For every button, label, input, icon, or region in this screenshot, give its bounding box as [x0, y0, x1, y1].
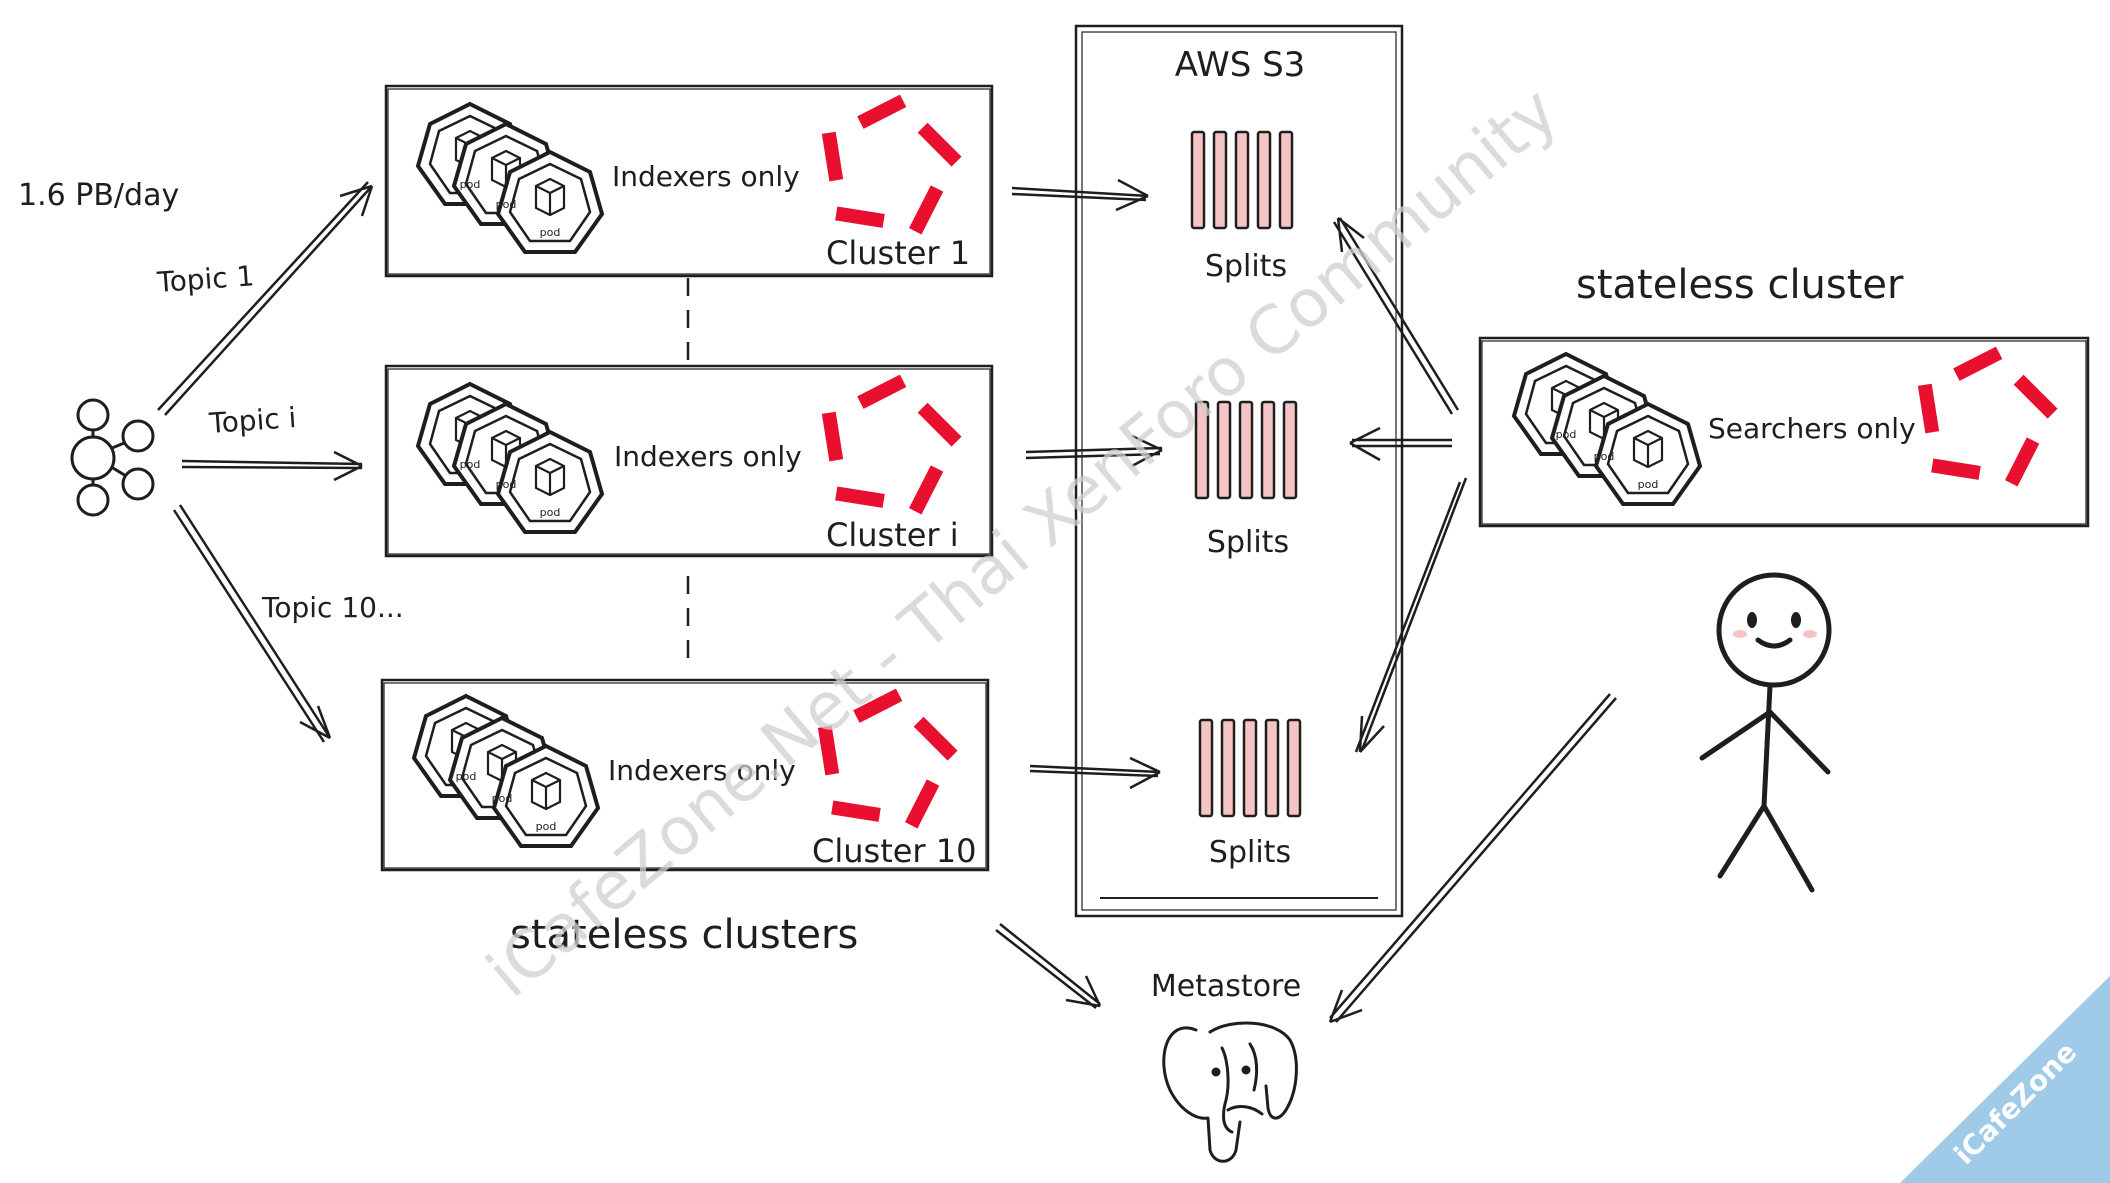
pod-label: pod: [540, 506, 561, 519]
pod-label: pod: [460, 458, 481, 471]
searcher-role-label: Searchers only: [1708, 412, 1916, 445]
topic-10-arrow: [172, 504, 332, 743]
cluster-label: Cluster 1: [826, 234, 970, 272]
cluster-1-to-s3-arrow: [1011, 178, 1149, 212]
pod-label: pod: [496, 198, 517, 211]
user-icon: [1699, 572, 1832, 893]
pod-label: pod: [1594, 450, 1615, 463]
indexer-role-label: Indexers only: [608, 754, 796, 787]
clusters-to-metastore-arrow: [995, 923, 1102, 1009]
cluster-i-to-s3-arrow: [1025, 434, 1163, 468]
indexer-role-label: Indexers only: [614, 440, 802, 473]
pod-group: pod pod pod: [416, 382, 604, 534]
splits-group-1: Splits: [1190, 130, 1294, 284]
splits-label: Splits: [1205, 249, 1287, 284]
searcher-to-splits-2-arrow: [1349, 426, 1452, 462]
splits-icon: [1198, 718, 1302, 818]
splits-group-3: Splits: [1198, 718, 1302, 870]
searcher-to-splits-1-arrow: [1332, 217, 1460, 415]
postgres-elephant-icon: [1162, 1021, 1298, 1163]
searcher-to-splits-3-arrow: [1354, 477, 1468, 753]
topic-10-label: Topic 10...: [261, 591, 404, 624]
cluster-label: Cluster i: [826, 516, 959, 554]
pod-label: pod: [1638, 478, 1659, 491]
pod-label: pod: [496, 478, 517, 491]
cluster-label: Cluster 10: [812, 832, 976, 870]
pod-group: pod pod pod: [1512, 352, 1702, 506]
pod-label: pod: [1556, 428, 1577, 441]
pod-label: pod: [460, 178, 481, 191]
pod-group: pod pod pod: [416, 102, 604, 254]
aws-s3-bucket: AWS S3: [1074, 24, 1404, 918]
kafka-source-icon: [70, 398, 155, 517]
cluster-10-to-s3-arrow: [1029, 756, 1161, 790]
topic-1-arrow: [157, 181, 374, 416]
splits-icon: [1190, 130, 1294, 230]
watermark-corner-badge: iCafeZone: [1900, 976, 2110, 1183]
indexer-cluster-i: pod pod pod Indexers only Cluster i: [384, 364, 994, 558]
pod-group: pod pod pod: [412, 694, 600, 848]
pod-label: pod: [536, 820, 557, 833]
indexer-cluster-1: pod pod pod Indexers only Cluster 1: [384, 84, 994, 278]
topic-i-label: Topic i: [207, 401, 297, 440]
indexer-cluster-10: pod pod pod Indexers only Cluster 10: [380, 678, 990, 872]
searcher-cluster: pod pod pod Searchers only: [1478, 336, 2090, 528]
indexer-role-label: Indexers only: [612, 160, 800, 193]
topic-1-label: Topic 1: [155, 259, 255, 299]
pod-label: pod: [456, 770, 477, 783]
splits-group-2: Splits: [1194, 400, 1298, 560]
aws-s3-title: AWS S3: [1175, 45, 1306, 85]
splits-label: Splits: [1209, 835, 1291, 870]
splits-label: Splits: [1207, 525, 1289, 560]
data-rate-label: 1.6 PB/day: [18, 178, 179, 213]
pod-label: pod: [492, 792, 513, 805]
user-to-metastore-arrow: [1328, 693, 1617, 1024]
pod-label: pod: [540, 226, 561, 239]
topic-i-arrow: [181, 450, 363, 482]
metastore-label: Metastore: [1151, 969, 1301, 1004]
indexer-group-label: stateless clusters: [510, 912, 858, 958]
searcher-group-label: stateless cluster: [1576, 262, 1904, 308]
